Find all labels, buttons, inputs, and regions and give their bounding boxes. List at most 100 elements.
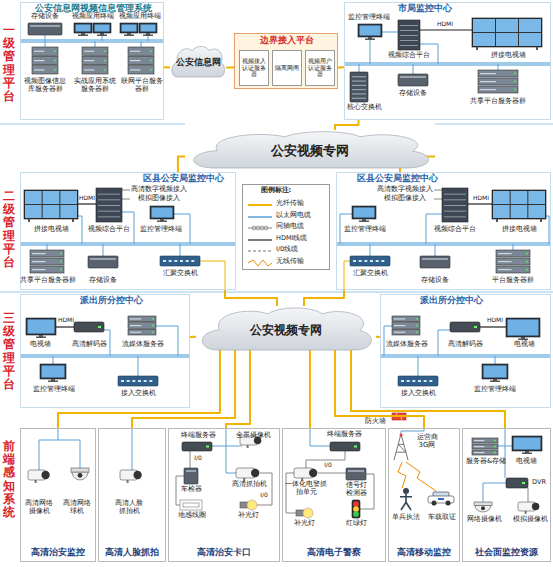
icon-part bbox=[353, 511, 359, 517]
icon-part bbox=[444, 199, 466, 200]
device-label: 高清网络摄像机 bbox=[24, 500, 54, 515]
icon-part bbox=[130, 318, 141, 319]
wire bbox=[434, 199, 442, 200]
device-label: 接入交换机 bbox=[110, 390, 166, 398]
icon-part bbox=[407, 380, 410, 382]
network-bus bbox=[20, 354, 190, 358]
device-label: 高清解码器 bbox=[66, 341, 112, 349]
icon-part bbox=[352, 500, 360, 518]
icon-part bbox=[400, 30, 418, 31]
icon-part bbox=[98, 326, 101, 328]
icon-part bbox=[60, 191, 77, 204]
icon-part bbox=[350, 256, 390, 266]
fiber-link bbox=[335, 120, 358, 130]
icon-part bbox=[152, 208, 173, 218]
icon-part bbox=[54, 50, 56, 52]
icon-part bbox=[514, 73, 516, 75]
icon-part bbox=[180, 260, 183, 262]
icon-part bbox=[492, 190, 546, 219]
legend-sample bbox=[247, 212, 273, 222]
icon-part bbox=[474, 452, 484, 453]
icon-part bbox=[400, 434, 403, 437]
device-label: 监控管理终端 bbox=[344, 14, 394, 22]
wire bbox=[505, 428, 506, 478]
device-label: HDMI bbox=[78, 195, 96, 202]
icon-part bbox=[422, 258, 448, 260]
icon-part bbox=[60, 269, 62, 271]
legend-sample bbox=[247, 200, 273, 210]
icon-part bbox=[352, 93, 366, 94]
icon-part bbox=[474, 326, 477, 328]
icon-part bbox=[353, 260, 356, 262]
device-label: 全景摄像机 bbox=[230, 432, 276, 440]
cloud-label: 公安信息网 bbox=[172, 54, 224, 67]
tier-divider bbox=[435, 123, 553, 125]
device-label: 网络摄像机 bbox=[462, 516, 506, 524]
icon-part bbox=[482, 364, 508, 379]
device-label: 电视墙 bbox=[504, 341, 544, 349]
icon-part bbox=[139, 23, 157, 33]
wire bbox=[138, 356, 139, 376]
tier-label: 二级管理平台 bbox=[3, 190, 15, 269]
icon-part bbox=[133, 471, 141, 479]
device-label: I/0 bbox=[322, 462, 334, 469]
icon-part bbox=[40, 364, 66, 379]
device-label: HDMI bbox=[432, 21, 458, 28]
cloud-label: 公安视频专网 bbox=[187, 140, 433, 159]
device-label: 运营商 3G网 bbox=[412, 434, 442, 449]
icon-part bbox=[475, 506, 491, 513]
icon-part bbox=[104, 50, 106, 52]
device-label: 流媒体服务器 bbox=[380, 341, 434, 349]
icon-part bbox=[365, 39, 375, 41]
wire bbox=[434, 190, 442, 191]
wire bbox=[468, 203, 492, 204]
device-label: 存储设备 bbox=[412, 277, 458, 285]
icon-part bbox=[152, 318, 154, 320]
icon-part bbox=[496, 219, 498, 222]
fiber-link bbox=[164, 66, 170, 68]
device-label: 存储设备 bbox=[80, 277, 126, 285]
icon-part bbox=[120, 23, 138, 33]
icon-part bbox=[82, 47, 108, 55]
icon-part bbox=[72, 219, 74, 222]
icon-part bbox=[496, 250, 530, 257]
device-label: 红绿灯 bbox=[342, 520, 370, 528]
cloud-label: 公安视频专网 bbox=[198, 319, 374, 337]
wire bbox=[513, 244, 514, 250]
icon-part bbox=[526, 261, 528, 263]
icon-part bbox=[514, 89, 516, 91]
icon-part bbox=[98, 194, 120, 195]
icon-part bbox=[403, 488, 409, 494]
icon-part bbox=[78, 473, 83, 478]
device-label: 单兵执法 bbox=[390, 514, 422, 522]
icon-part bbox=[96, 188, 122, 222]
icon-part bbox=[496, 19, 518, 32]
icon-part bbox=[522, 453, 532, 455]
device-label: HDMI bbox=[472, 195, 490, 202]
icon-part bbox=[28, 320, 55, 334]
wire bbox=[546, 216, 549, 244]
icon-part bbox=[128, 329, 156, 335]
icon-part bbox=[474, 440, 484, 441]
icon-part bbox=[174, 260, 177, 262]
icon-part bbox=[526, 269, 528, 271]
wire bbox=[480, 326, 506, 327]
icon-part bbox=[498, 269, 512, 270]
legend-line bbox=[248, 216, 272, 218]
icon-part bbox=[480, 73, 496, 74]
icon-part bbox=[528, 205, 545, 218]
legend-coil bbox=[260, 226, 264, 230]
wire bbox=[370, 244, 371, 256]
section-title: 高清治安卡口 bbox=[169, 548, 279, 557]
icon-part bbox=[36, 337, 46, 339]
icon-part bbox=[128, 323, 156, 329]
server-box: 隔离网闸 bbox=[272, 50, 302, 86]
icon-part bbox=[28, 219, 30, 222]
panel-title: 区县公安局监控中心 bbox=[345, 174, 449, 184]
wire bbox=[95, 41, 96, 47]
device-label: 实战应用系统服务器群 bbox=[72, 78, 118, 93]
device-label: HDMI bbox=[486, 317, 504, 324]
icon-part bbox=[41, 471, 49, 479]
icon-part bbox=[519, 33, 541, 46]
device-label: 终端服务器 bbox=[322, 431, 366, 439]
